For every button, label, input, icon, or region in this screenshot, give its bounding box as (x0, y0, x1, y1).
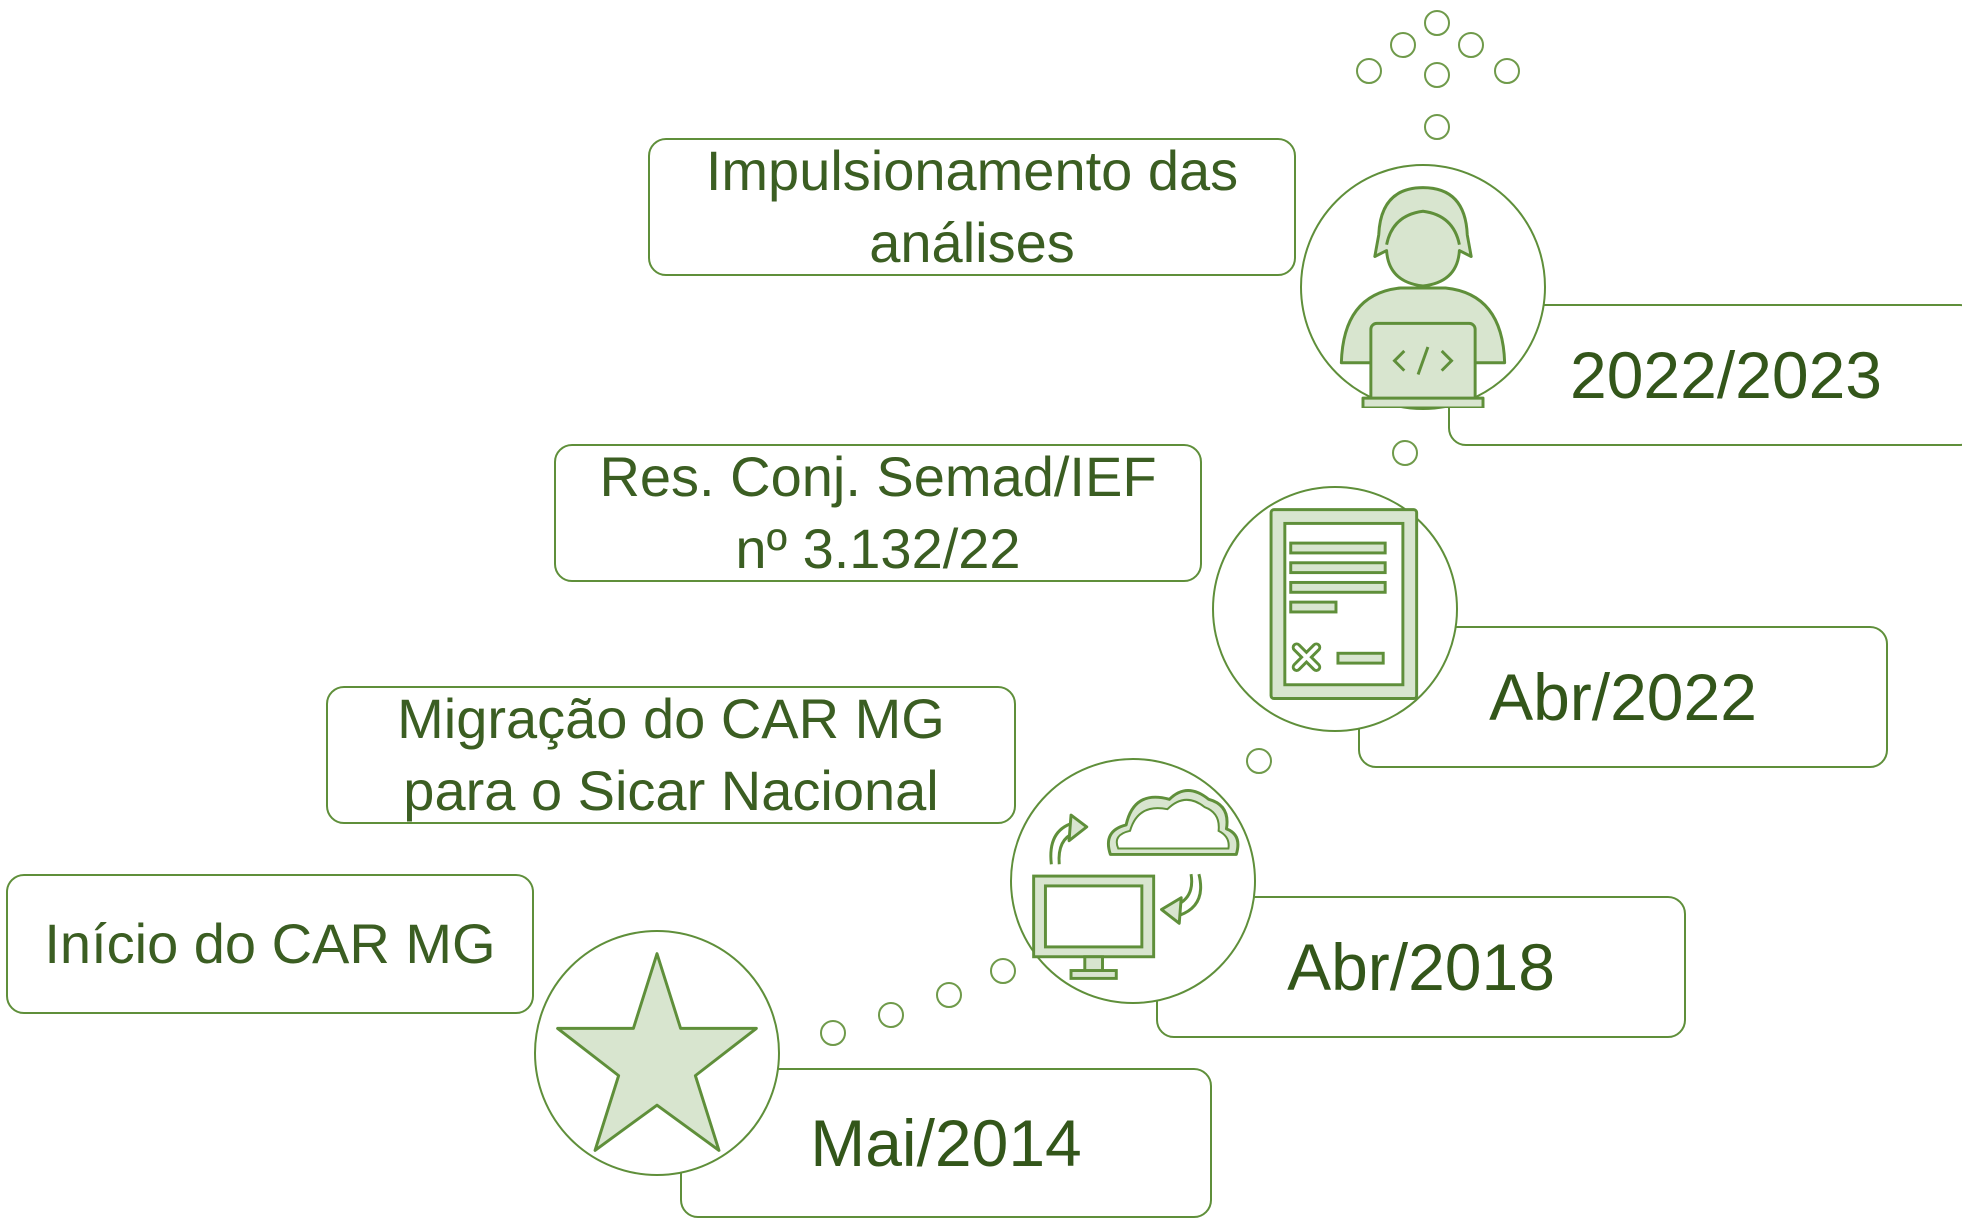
arrow-dot (1458, 32, 1484, 58)
milestone-icon-circle (534, 930, 780, 1176)
milestone-description: Impulsionamento das análises (705, 139, 1239, 274)
connector-dot (820, 1020, 846, 1046)
milestone-icon-circle (1010, 758, 1256, 1004)
milestone-date: Mai/2014 (810, 1106, 1082, 1180)
milestone-icon-circle (1212, 486, 1458, 732)
developer-laptop-icon (1339, 186, 1507, 408)
description-box-resolucao: Res. Conj. Semad/IEF nº 3.132/22 (554, 444, 1202, 582)
milestone-date: 2022/2023 (1570, 338, 1882, 412)
milestone-date: Abr/2022 (1489, 660, 1757, 734)
connector-dot (1392, 440, 1418, 466)
milestone-description: Migração do CAR MG para o Sicar Nacional (397, 687, 945, 822)
arrow-dot (1424, 114, 1450, 140)
milestone-icon-circle (1300, 164, 1546, 410)
description-box-inicio: Início do CAR MG (6, 874, 534, 1014)
description-box-migracao: Migração do CAR MG para o Sicar Nacional (326, 686, 1016, 824)
arrow-dot (1494, 58, 1520, 84)
arrow-dot (1390, 32, 1416, 58)
arrow-dot (1356, 58, 1382, 84)
milestone-description: Res. Conj. Semad/IEF nº 3.132/22 (599, 445, 1157, 580)
connector-dot (990, 958, 1016, 984)
description-box-impulsionamento: Impulsionamento das análises (648, 138, 1296, 276)
connector-dot (878, 1002, 904, 1028)
connector-dot (936, 982, 962, 1008)
document-icon (1269, 508, 1419, 700)
arrow-dot (1424, 62, 1450, 88)
milestone-date: Abr/2018 (1287, 930, 1555, 1004)
arrow-dot (1424, 10, 1450, 36)
milestone-description: Início do CAR MG (44, 912, 496, 975)
date-box-2022-2023: 2022/2023 (1448, 304, 1962, 446)
cloud-sync-computer-icon (1032, 789, 1240, 980)
connector-dot (1246, 748, 1272, 774)
star-icon (556, 952, 758, 1152)
